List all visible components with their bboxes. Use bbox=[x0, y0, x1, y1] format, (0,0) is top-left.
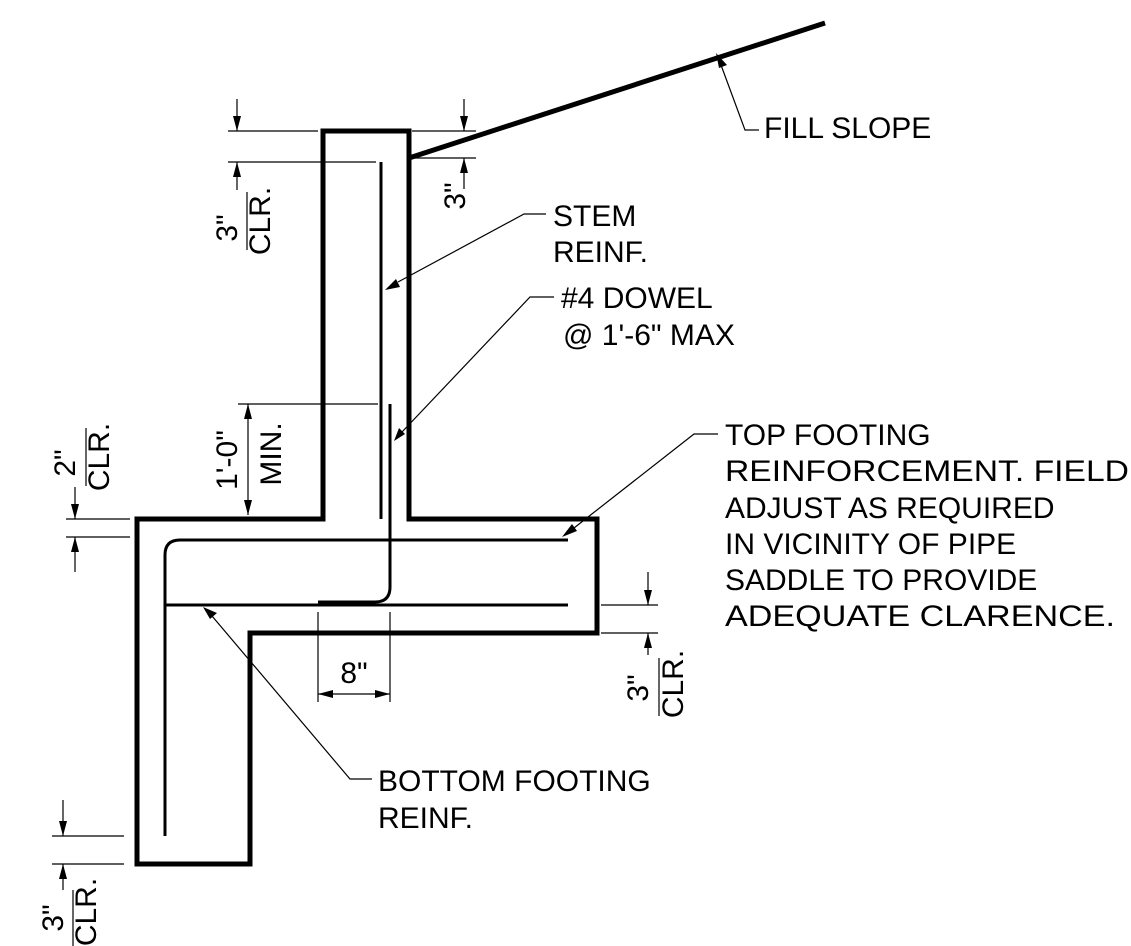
top-footing-label-line-2: REINFORCEMENT. FIELD bbox=[725, 455, 1129, 488]
footing-top-clear-value: 2" bbox=[49, 449, 82, 476]
stem-top-clear-value: 3" bbox=[211, 214, 244, 241]
heel-bottom-clear-dimension: 3" CLR. bbox=[37, 800, 124, 946]
hook-extension-value: 8" bbox=[340, 657, 367, 690]
toe-clear-value: 3" bbox=[622, 674, 655, 701]
top-footing-reinforcement-bar bbox=[163, 538, 568, 836]
dowel-embed-unit: MIN. bbox=[255, 422, 288, 485]
hook-extension-dimension: 8" bbox=[317, 612, 391, 702]
stem-top-clear-dimension: 3" CLR. bbox=[211, 99, 376, 255]
top-footing-callout: TOP FOOTING REINFORCEMENT. FIELD ADJUST … bbox=[562, 419, 1129, 633]
stem-reinf-label-line-2: REINF. bbox=[553, 236, 648, 269]
dowel-embed-dimension: 1'-0" MIN. bbox=[211, 403, 378, 515]
dowel-embed-value: 1'-0" bbox=[211, 430, 244, 490]
stem-side-clear-dimension: 3" bbox=[412, 99, 476, 210]
top-footing-label-line-3: ADJUST AS REQUIRED bbox=[725, 492, 1055, 525]
stem-reinf-label-line-1: STEM bbox=[553, 200, 636, 233]
footing-top-clear-unit: CLR. bbox=[83, 423, 116, 491]
fill-slope-label: FILL SLOPE bbox=[764, 112, 931, 145]
wall-concrete-outline bbox=[134, 128, 600, 867]
footing-top-clear-dimension: 2" CLR. bbox=[49, 423, 130, 572]
bottom-footing-label-line-2: REINF. bbox=[378, 802, 473, 835]
stem-reinf-callout: STEM REINF. bbox=[385, 200, 648, 290]
fill-slope-callout: FILL SLOPE bbox=[716, 53, 931, 145]
bottom-footing-callout: BOTTOM FOOTING REINF. bbox=[203, 607, 651, 835]
heel-bottom-clear-unit: CLR. bbox=[70, 878, 103, 946]
dowel-callout: #4 DOWEL @ 1'-6" MAX bbox=[394, 282, 735, 441]
bottom-footing-label-line-1: BOTTOM FOOTING bbox=[378, 765, 651, 798]
top-footing-label-line-6: ADEQUATE CLARENCE. bbox=[725, 600, 1115, 633]
dowel-label-line-2: @ 1'-6" MAX bbox=[563, 319, 735, 352]
heel-bottom-clear-value: 3" bbox=[37, 904, 70, 931]
dowel-label-line-1: #4 DOWEL bbox=[561, 282, 713, 315]
stem-side-clear-value: 3" bbox=[439, 182, 472, 209]
toe-clear-unit: CLR. bbox=[657, 650, 690, 718]
fill-slope-line bbox=[408, 20, 826, 161]
top-footing-label-line-1: TOP FOOTING bbox=[725, 419, 931, 452]
dowel-bar-hook bbox=[318, 586, 392, 604]
top-footing-label-line-4: IN VICINITY OF PIPE bbox=[725, 528, 1016, 561]
top-footing-label-line-5: SADDLE TO PROVIDE bbox=[725, 564, 1037, 597]
stem-top-clear-unit: CLR. bbox=[244, 187, 277, 255]
toe-clear-dimension: 3" CLR. bbox=[601, 572, 690, 718]
